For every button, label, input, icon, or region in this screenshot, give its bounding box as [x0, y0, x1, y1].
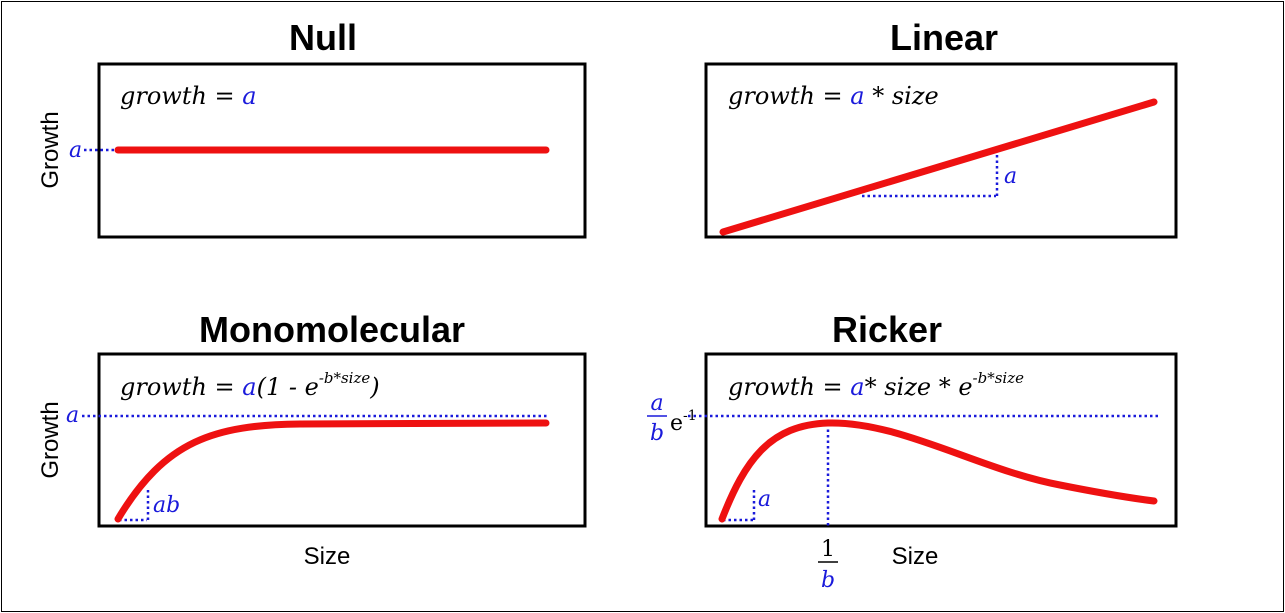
svg-text:a: a	[650, 391, 663, 416]
panel-linear: Linear growth = a * size a	[704, 17, 1178, 239]
peak-size-label-ricker: 1 b	[818, 537, 838, 593]
panel-title-null: Null	[289, 17, 357, 58]
annotation-ab-monomolecular: ab	[153, 493, 180, 518]
panel-ricker: Ricker growth = a* size * e-b*size Size …	[647, 309, 1178, 593]
svg-text:b: b	[650, 421, 664, 446]
growth-curve-linear	[719, 98, 1158, 236]
equation-null: growth = a	[120, 82, 257, 110]
annotation-a-ricker: a	[758, 487, 771, 512]
svg-text:b: b	[821, 568, 835, 593]
equation-linear: growth = a * size	[728, 82, 939, 110]
svg-text:e-1: e-1	[670, 408, 697, 436]
svg-text:1: 1	[821, 537, 835, 562]
y-axis-label-monomolecular: Growth	[37, 401, 64, 478]
equation-monomolecular: growth = a(1 - e-b*size)	[120, 369, 380, 401]
annotation-a-linear: a	[1004, 164, 1017, 189]
peak-value-label-ricker: a b e-1	[647, 391, 697, 446]
equation-ricker: growth = a* size * e-b*size	[728, 369, 1024, 401]
panel-title-monomolecular: Monomolecular	[199, 309, 465, 350]
growth-curve-monomolecular	[114, 419, 550, 523]
panel-title-linear: Linear	[890, 17, 998, 58]
x-axis-label-monomolecular: Size	[304, 543, 351, 570]
panel-title-ricker: Ricker	[832, 309, 942, 350]
y-axis-label-null: Growth	[37, 111, 64, 188]
panel-monomolecular: Monomolecular growth = a(1 - e-b*size) G…	[37, 309, 587, 570]
plot-box-monomolecular	[97, 352, 587, 528]
x-axis-label-ricker: Size	[892, 543, 939, 570]
plot-box-linear	[704, 62, 1178, 239]
plot-box-null	[97, 62, 587, 239]
annotation-a-null: a	[69, 138, 82, 163]
growth-curve-ricker	[718, 419, 1158, 523]
plot-box-ricker	[704, 352, 1178, 528]
panel-null: Null growth = a Growth a	[37, 17, 587, 239]
annotation-a-monomolecular: a	[66, 403, 79, 428]
